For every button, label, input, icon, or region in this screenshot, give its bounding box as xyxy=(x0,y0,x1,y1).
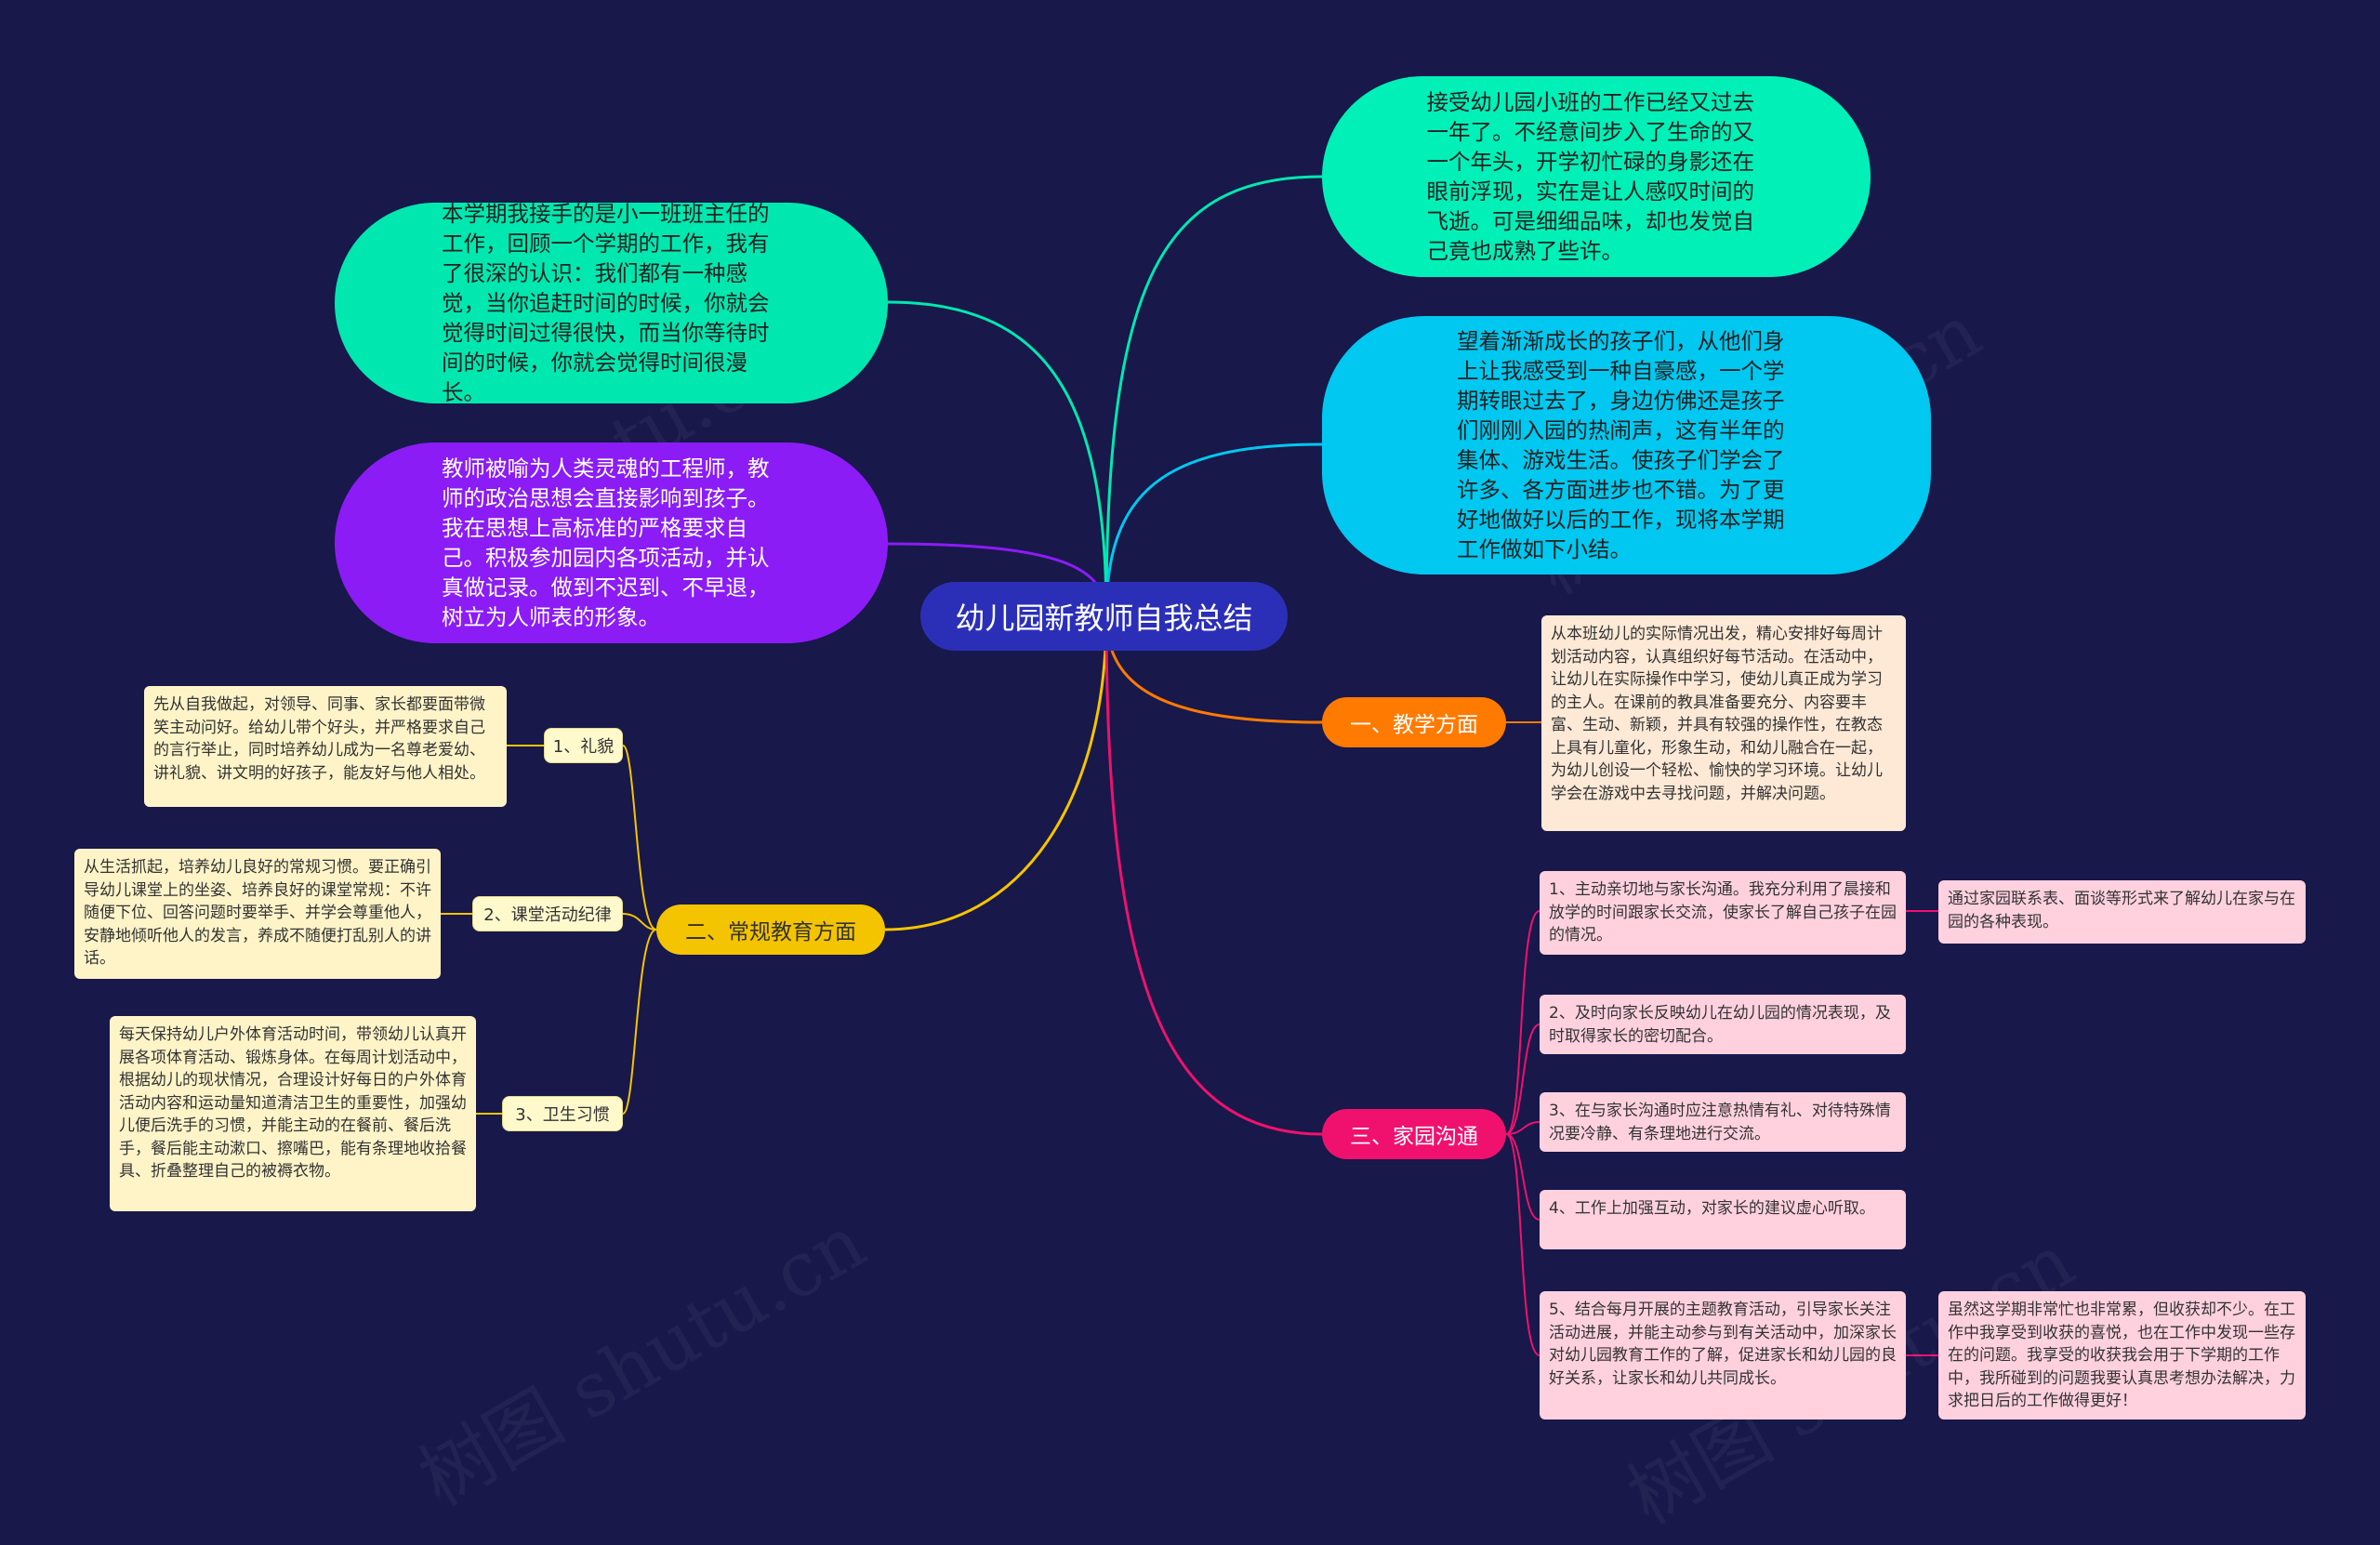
home-item-1-extra: 通过家园联系表、面谈等形式来了解幼儿在家与在园的各种表现。 xyxy=(1938,880,2306,944)
bubble-left-2[interactable]: 教师被喻为人类灵魂的工程师，教师的政治思想会直接影响到孩子。我在思想上高标准的严… xyxy=(335,442,888,643)
home-item-5-extra: 虽然这学期非常忙也非常累，但收获却不少。在工作中我享受到收获的喜悦，也在工作中发… xyxy=(1938,1291,2306,1420)
bubble-text: 望着渐渐成长的孩子们，从他们身上让我感受到一种自豪感，一个学期转眼过去了，身边仿… xyxy=(1457,328,1785,562)
link-routine-tag3 xyxy=(622,929,657,1115)
bubble-right-2[interactable]: 望着渐渐成长的孩子们，从他们身上让我感受到一种自豪感，一个学期转眼过去了，身边仿… xyxy=(1322,316,1931,574)
branch-routine[interactable]: 二、常规教育方面 xyxy=(656,905,885,955)
root-topic[interactable]: 幼儿园新教师自我总结 xyxy=(920,582,1288,651)
bubble-right-1[interactable]: 接受幼儿园小班的工作已经又过去一年了。不经意间步入了生命的又一个年头，开学初忙碌… xyxy=(1322,76,1871,277)
home-item-5: 5、结合每月开展的主题教育活动，引导家长关注活动进展，并能主动参与到有关活动中，… xyxy=(1540,1291,1906,1420)
link-root-bubble-l1 xyxy=(887,300,1108,616)
home-item-2: 2、及时向家长反映幼儿在幼儿园的情况表现，及时取得家长的密切配合。 xyxy=(1540,995,1906,1054)
routine-tag-manners[interactable]: 1、礼貌 xyxy=(544,728,623,763)
routine-tag-hygiene[interactable]: 3、卫生习惯 xyxy=(502,1096,623,1131)
routine-tag-discipline[interactable]: 2、课堂活动纪律 xyxy=(472,896,623,931)
link-routine-tag1 xyxy=(622,745,657,931)
routine-detail-manners: 先从自我做起，对领导、同事、家长都要面带微笑主动问好。给幼儿带个好头，并严格要求… xyxy=(144,686,507,807)
bubble-text: 本学期我接手的是小一班班主任的工作，回顾一个学期的工作，我有了很深的认识：我们都… xyxy=(442,201,770,405)
link-home-item4 xyxy=(1505,1133,1540,1221)
routine-detail-hygiene: 每天保持幼儿户外体育活动时间，带领幼儿认真开展各项体育活动、锻炼身体。在每周计划… xyxy=(110,1016,476,1211)
link-routine-tag2 xyxy=(622,913,657,931)
home-item-3: 3、在与家长沟通时应注意热情有礼、对待特殊情况要冷静、有条理地进行交流。 xyxy=(1540,1092,1906,1152)
connector-lines xyxy=(441,175,1938,1356)
routine-detail-discipline: 从生活抓起，培养幼儿良好的常规习惯。要正确引导幼儿课堂上的坐姿、培养良好的课堂常… xyxy=(74,849,441,979)
link-root-bubble-r2 xyxy=(1104,442,1323,616)
link-home-item2 xyxy=(1505,1023,1540,1135)
bubble-text: 教师被喻为人类灵魂的工程师，教师的政治思想会直接影响到孩子。我在思想上高标准的严… xyxy=(442,456,770,630)
bubble-left-1[interactable]: 本学期我接手的是小一班班主任的工作，回顾一个学期的工作，我有了很深的认识：我们都… xyxy=(335,201,888,405)
link-home-item5 xyxy=(1505,1133,1540,1356)
link-root-routine xyxy=(884,614,1108,931)
home-item-1: 1、主动亲切地与家长沟通。我充分利用了晨接和放学的时间跟家长交流，使家长了解自己… xyxy=(1540,871,1906,955)
link-root-home xyxy=(1104,614,1323,1136)
branch-home[interactable]: 三、家园沟通 xyxy=(1322,1109,1506,1159)
link-home-item1 xyxy=(1505,910,1540,1135)
bubble-text: 接受幼儿园小班的工作已经又过去一年了。不经意间步入了生命的又一个年头，开学初忙碌… xyxy=(1426,89,1755,264)
home-item-4: 4、工作上加强互动，对家长的建议虚心听取。 xyxy=(1540,1190,1906,1249)
link-home-item3 xyxy=(1505,1121,1540,1135)
teaching-detail: 从本班幼儿的实际情况出发，精心安排好每周计划活动内容，认真组织好每节活动。在活动… xyxy=(1541,615,1906,831)
link-root-bubble-r1 xyxy=(1104,175,1323,616)
branch-teaching[interactable]: 一、教学方面 xyxy=(1322,697,1506,747)
